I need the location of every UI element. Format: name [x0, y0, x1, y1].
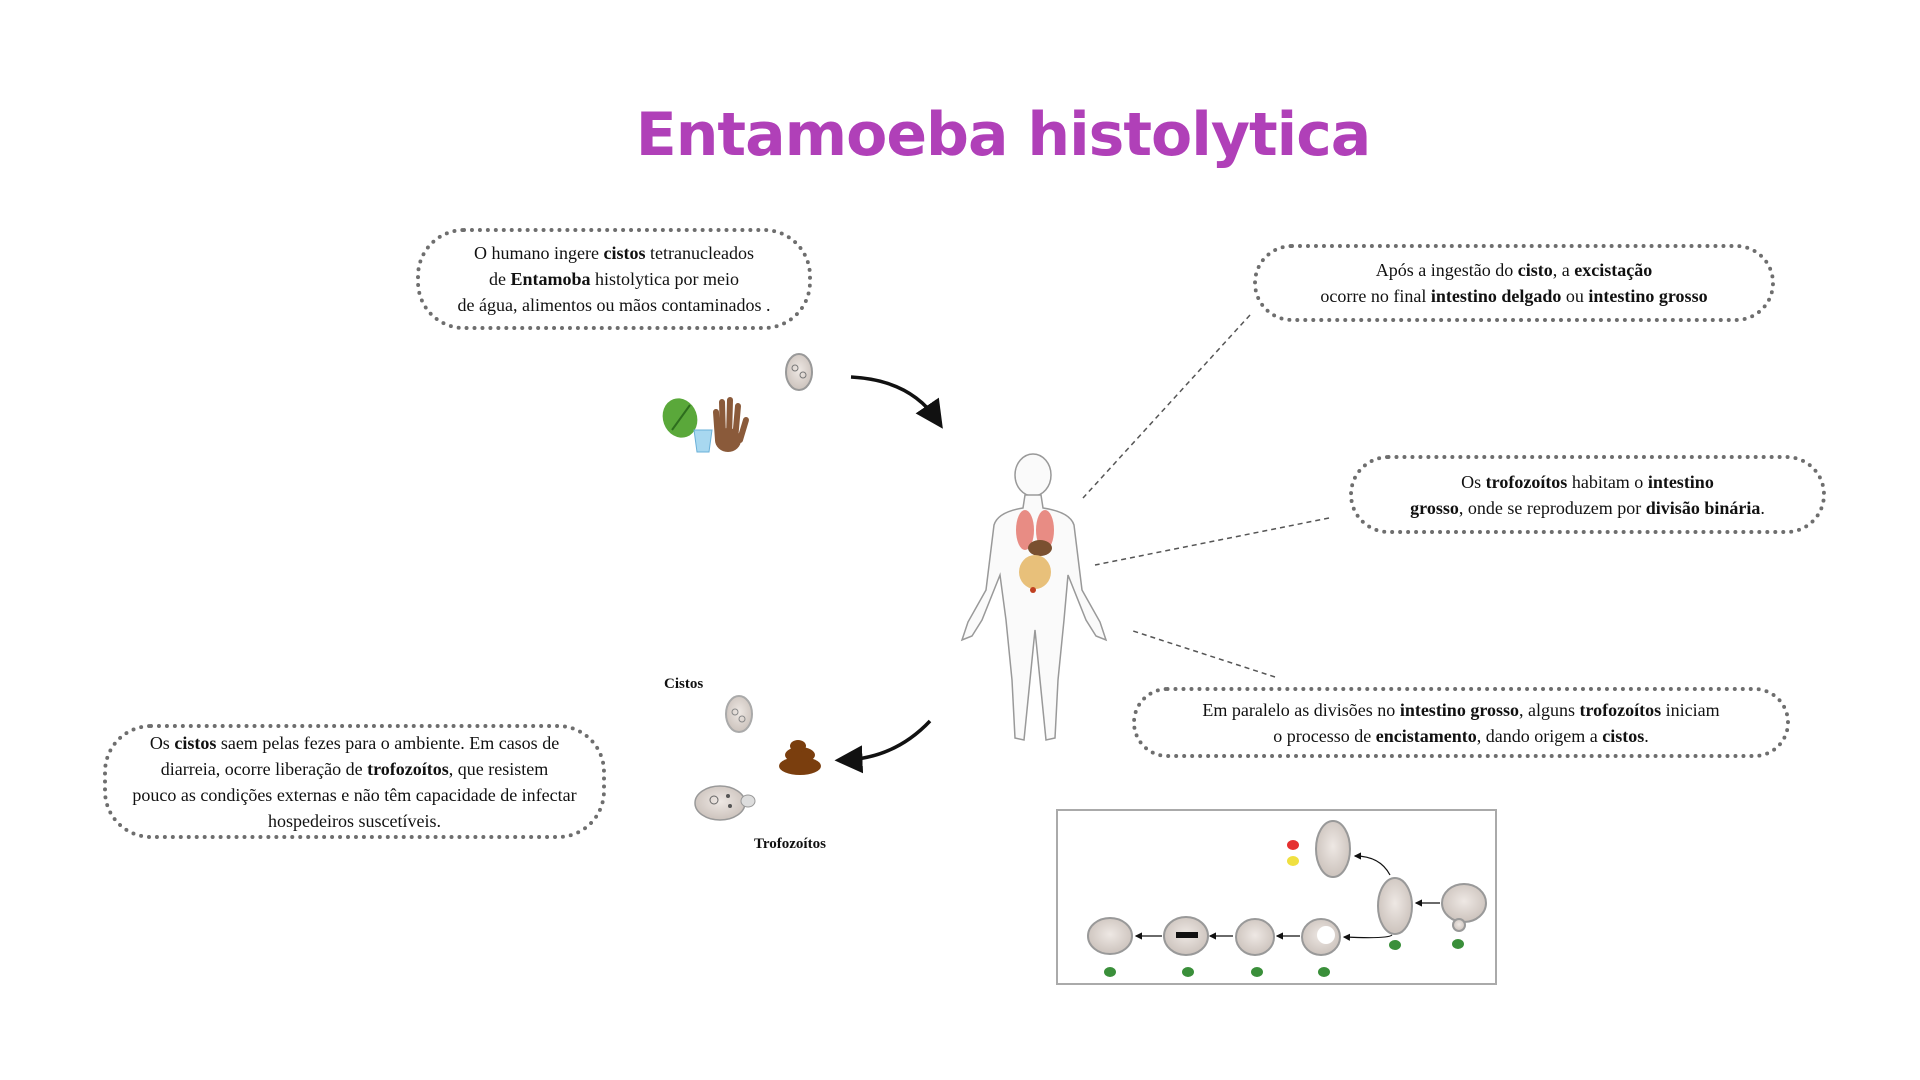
encystation-stages [1087, 820, 1487, 977]
yellow-marker [1287, 856, 1299, 866]
red-marker [1287, 840, 1299, 850]
text: Entamoba [510, 269, 591, 289]
text: trofozoítos [1485, 471, 1568, 492]
hand-icon [713, 397, 749, 452]
text: tetranucleados [645, 243, 754, 263]
spinach-icon [662, 398, 698, 438]
text: habitam o [1567, 471, 1648, 492]
excystation-note: Após a ingestão do cisto, a excistação o… [1253, 244, 1775, 322]
encystation-note: Em paralelo as divisões no intestino gro… [1132, 687, 1790, 758]
cysts-label: Cistos [664, 676, 704, 692]
organs-icon [1016, 510, 1054, 593]
text: ocorre no final [1320, 286, 1431, 306]
text: cistos [174, 732, 217, 753]
text: trofozoítos [1579, 699, 1662, 720]
text: saem pelas fezes para o ambiente. Em cas… [216, 732, 560, 753]
cycle-arrow-bottom [834, 719, 932, 774]
text: divisão binária [1645, 497, 1761, 518]
text: pouco as condições externas e não têm ca… [132, 784, 577, 805]
trophozoite-icon [694, 785, 756, 821]
text: , dando origem a [1476, 725, 1603, 746]
text: ou [1561, 286, 1589, 306]
green-markers [1104, 939, 1464, 977]
text: encistamento [1375, 725, 1477, 746]
text: . [1644, 725, 1649, 746]
text: intestino grosso [1588, 286, 1708, 306]
text: , onde se reproduzem por [1458, 497, 1646, 518]
text: intestino delgado [1430, 286, 1562, 306]
cyst-icon [785, 353, 813, 391]
text: intestino [1647, 471, 1714, 492]
feces-icon [779, 740, 821, 775]
excretion-note: Os cistos saem pelas fezes para o ambien… [103, 724, 606, 839]
page-title: Entamoeba histolytica [635, 100, 1372, 170]
connector-lines [1082, 314, 1330, 678]
text: . [1760, 497, 1765, 518]
human-body-icon [960, 453, 1108, 741]
text: , alguns [1519, 699, 1580, 720]
text: Após a ingestão do [1375, 260, 1518, 280]
trophozoites-label: Trofozoítos [754, 836, 826, 852]
text: histolytica por meio [590, 269, 739, 289]
water-glass-icon [693, 429, 713, 453]
text: excistação [1574, 260, 1653, 280]
encystation-diagram [1056, 809, 1497, 985]
text: de [489, 269, 511, 289]
text: Os [149, 732, 175, 753]
cyst-icon [725, 695, 753, 733]
vacuole [1317, 926, 1335, 944]
stage-trophozoites [1315, 820, 1413, 935]
text: trofozoítos [367, 758, 449, 779]
text: cistos [603, 243, 646, 263]
text: o processo de [1273, 725, 1376, 746]
text: iniciam [1661, 699, 1720, 720]
text: hospedeiros suscetíveis. [268, 810, 441, 831]
chromatin [1176, 932, 1198, 938]
text: cistos [1602, 725, 1645, 746]
ingestion-note: O humano ingere cistos tetranucleados de… [416, 228, 812, 330]
cycle-arrow-top [850, 375, 943, 429]
text: Os [1461, 471, 1486, 492]
text: de água, alimentos ou mãos contaminados … [457, 295, 771, 315]
text: intestino grosso [1399, 699, 1519, 720]
text: O humano ingere [474, 243, 604, 263]
text: , que resistem [448, 758, 549, 779]
text: grosso [1410, 497, 1459, 518]
text: , a [1552, 260, 1575, 280]
trophozoites-note: Os trofozoítos habitam o intestino gross… [1349, 455, 1826, 534]
text: cisto [1517, 260, 1553, 280]
text: diarreia, ocorre liberação de [160, 758, 368, 779]
stage-arrows [1134, 852, 1440, 941]
stage-cysts [1087, 883, 1487, 956]
text: Em paralelo as divisões no [1202, 699, 1400, 720]
